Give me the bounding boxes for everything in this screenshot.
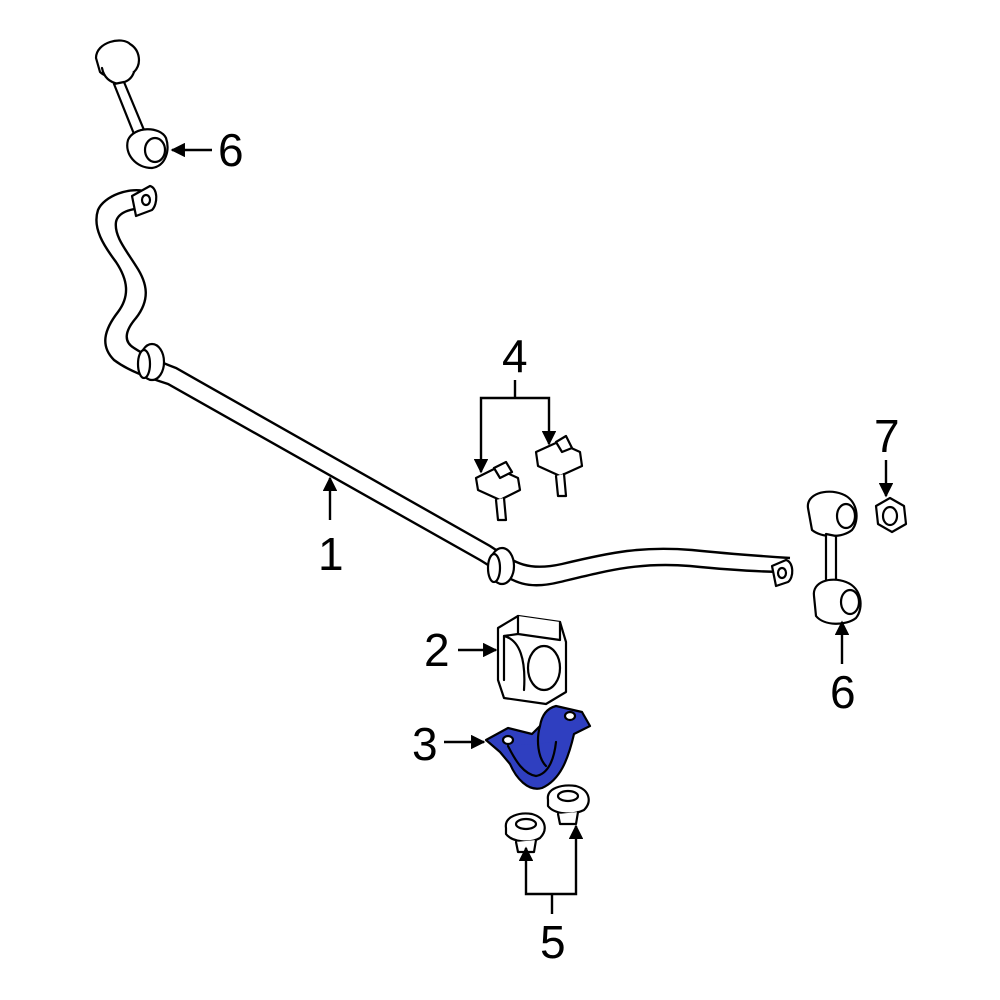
callout-4: 4 — [502, 330, 528, 382]
callout-6-top: 6 — [218, 124, 244, 176]
callout-6-right: 6 — [830, 666, 856, 718]
callout-5: 5 — [540, 916, 566, 968]
stabilizer-bracket[interactable] — [484, 704, 592, 790]
bracket-nut-left[interactable] — [504, 812, 546, 854]
callout-1: 1 — [318, 528, 344, 580]
mounting-bolt-left[interactable] — [474, 460, 522, 522]
callout-7: 7 — [874, 410, 900, 462]
callout-3: 3 — [412, 718, 438, 770]
stabilizer-bushing[interactable] — [496, 614, 568, 706]
stabilizer-bar[interactable] — [95, 184, 794, 588]
callout-2: 2 — [424, 624, 450, 676]
stabilizer-link-top[interactable] — [94, 39, 169, 170]
stabilizer-link-right[interactable] — [806, 490, 862, 625]
link-nut[interactable] — [874, 496, 908, 534]
mounting-bolt-right[interactable] — [534, 434, 584, 498]
bracket-nut-right[interactable] — [546, 784, 590, 826]
